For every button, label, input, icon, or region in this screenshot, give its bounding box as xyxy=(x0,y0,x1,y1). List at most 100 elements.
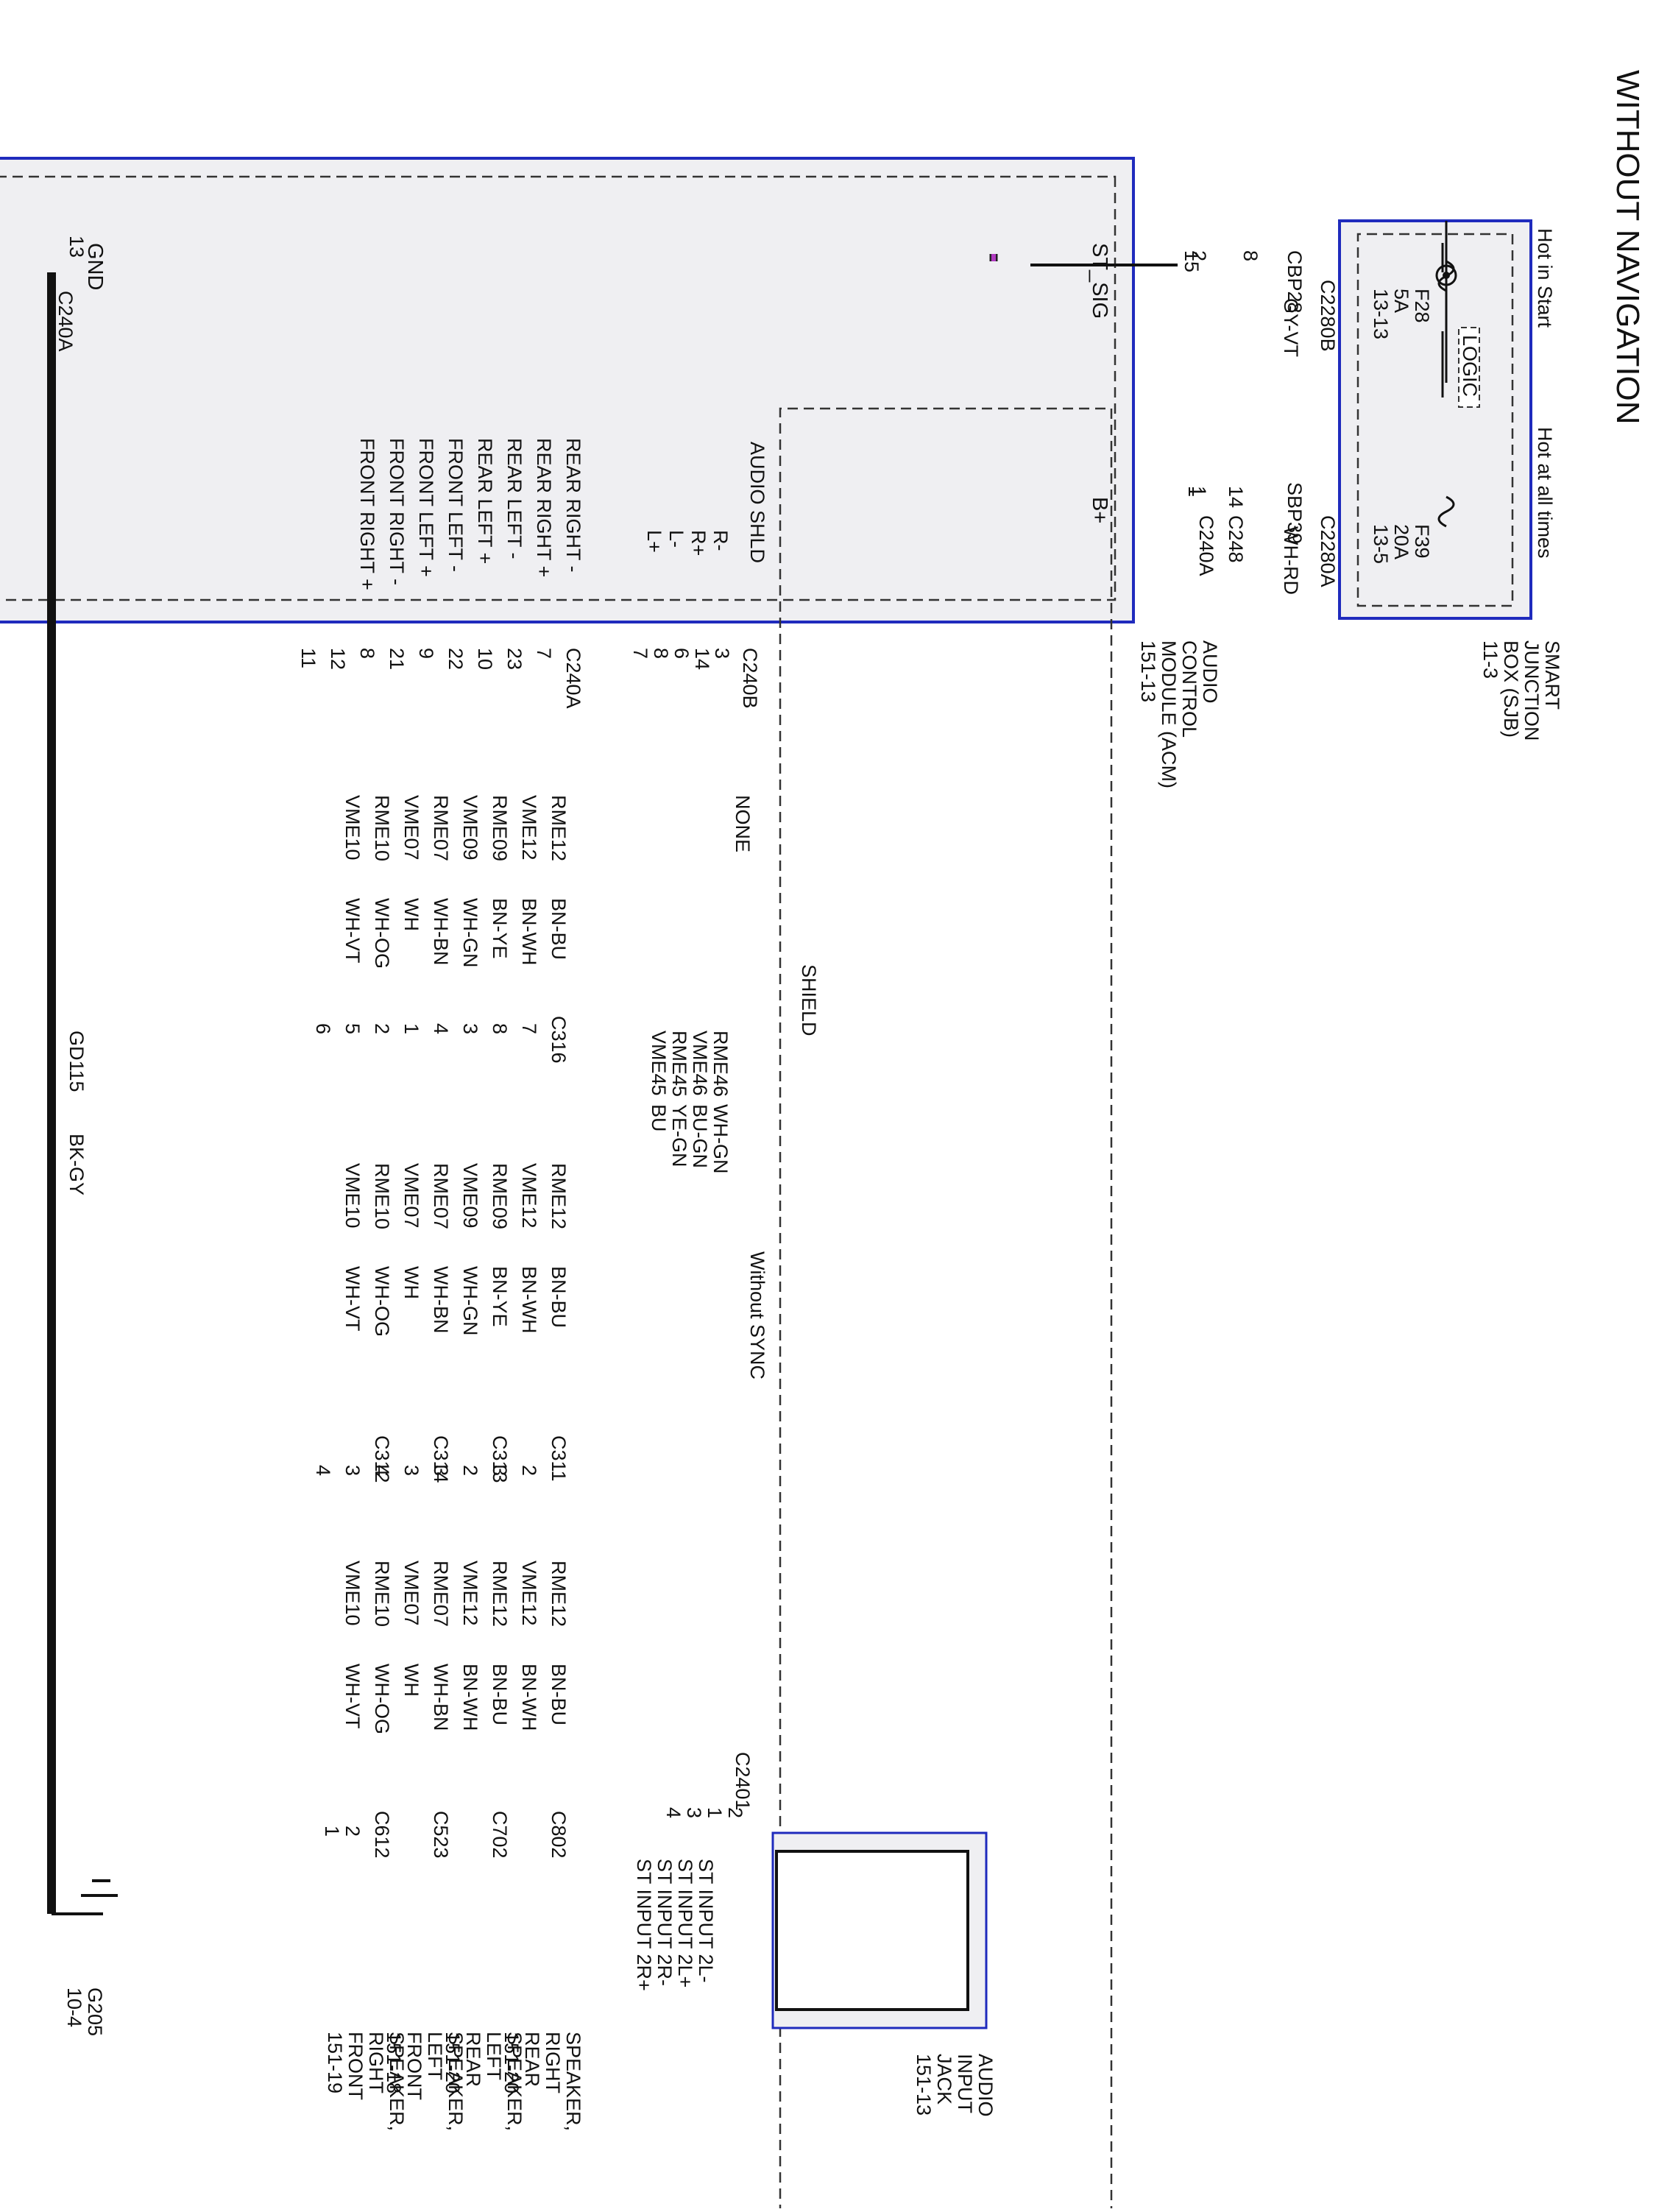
acm-inner-dashed xyxy=(0,175,1117,601)
acm-speaker-pin-7: 8 xyxy=(356,648,378,659)
aux-rme46-code: RME46 xyxy=(710,1031,732,1097)
jack-name-line-4: 151-13 xyxy=(913,2054,935,2116)
ground-circuit: GD115 xyxy=(66,1031,88,1092)
acm-speaker-terminal-6: FRONT LEFT + xyxy=(415,438,437,577)
seg1-color-8: WH-VT xyxy=(342,898,364,963)
c316-pin-1: 7 xyxy=(518,1023,540,1034)
seg1-code-1: RME12 xyxy=(548,795,570,861)
seg1-code-4: VME09 xyxy=(459,795,481,861)
f28-ref: 13-13 xyxy=(1370,289,1392,339)
acm-speaker-pin-5: 9 xyxy=(415,648,437,659)
speaker-2-name-3: REAR xyxy=(462,2032,484,2087)
mid-pin-3: 2 xyxy=(459,1465,481,1476)
seg3-code-2: VME12 xyxy=(518,1561,540,1626)
mid-pin-1: 2 xyxy=(518,1465,540,1476)
seg2-color-2: BN-WH xyxy=(518,1266,540,1333)
acm-aux-conn: C240B xyxy=(739,648,761,709)
mid-conn-2: C313 xyxy=(489,1435,511,1483)
acm-name-line-3: MODULE (ACM) xyxy=(1158,640,1180,788)
speaker-1-name-2: RIGHT xyxy=(542,2032,564,2093)
seg2-color-6: WH xyxy=(400,1266,422,1299)
ground-ref: G205 xyxy=(84,1987,106,2036)
aux-rme45-code: RME45 xyxy=(668,1031,690,1097)
seg3-color-1: BN-BU xyxy=(548,1664,570,1725)
seg1-code-6: VME07 xyxy=(400,795,422,861)
speaker-3-name-2: LEFT xyxy=(424,2032,446,2080)
acm-speaker-terminal-4: REAR LEFT + xyxy=(474,438,496,564)
seg3-code-4: VME12 xyxy=(459,1561,481,1626)
b-plus-conn-inline: C248 xyxy=(1225,515,1247,563)
acm-aux-r-plus: R+ xyxy=(687,530,710,556)
jack-term-2r-plus: ST INPUT 2R+ xyxy=(633,1859,655,1991)
seg3-color-5: WH-BN xyxy=(430,1664,452,1731)
seg3-color-7: WH-OG xyxy=(371,1664,393,1734)
acm-audio-shld-label: AUDIO SHLD xyxy=(746,442,768,563)
jack-pin-2: 2 xyxy=(724,1807,746,1818)
acm-speaker-pin-3: 10 xyxy=(474,648,496,670)
jack-name-line-2: INPUT xyxy=(954,2054,976,2113)
gnd-pin: 13 xyxy=(66,236,88,258)
seg2-color-5: WH-BN xyxy=(430,1266,452,1333)
acm-speaker-terminal-2: REAR RIGHT + xyxy=(533,438,555,577)
speaker-3-name-1: SPEAKER, xyxy=(445,2032,467,2131)
f28-amp: 5A xyxy=(1390,289,1412,313)
aux-pin-r-minus: 14 xyxy=(691,648,713,670)
acm-name-line-1: AUDIO xyxy=(1199,640,1221,704)
mid-conn-4: C312 xyxy=(371,1435,393,1483)
sjb-name-line-1: SMART xyxy=(1541,640,1563,710)
speaker-4-name-3: FRONT xyxy=(344,2032,367,2100)
b-plus-circuit: SBP39 xyxy=(1284,482,1306,544)
sjb-hot-in-start-label: Hot in Start xyxy=(1534,228,1556,328)
speaker-2-name-1: SPEAKER, xyxy=(503,2032,526,2131)
end-pin-b: 1 xyxy=(321,1826,343,1837)
aux-vme46-color: BU-GN xyxy=(689,1104,711,1168)
seg2-code-4: VME09 xyxy=(459,1163,481,1229)
b-plus-pin-inline: 14 xyxy=(1225,486,1247,508)
mid-conn-1: C311 xyxy=(548,1435,570,1482)
gnd-conn: C240A xyxy=(54,291,77,352)
aux-pin-r-plus: 6 xyxy=(670,648,693,659)
seg1-code-3: RME09 xyxy=(489,795,511,861)
seg1-color-3: BN-YE xyxy=(489,898,511,959)
end-conn-3: C523 xyxy=(430,1811,452,1859)
acm-speaker-pin-9: 11 xyxy=(297,648,319,668)
sjb-name-line-3: BOX (SJB) xyxy=(1500,640,1522,738)
seg1-code-2: VME12 xyxy=(518,795,540,861)
sjb-hot-at-all-times-label: Hot at all times xyxy=(1534,427,1556,559)
st-sig-pin-acm: 15 xyxy=(1181,250,1203,272)
seg2-code-8: VME10 xyxy=(342,1163,364,1229)
aux-dashed-region xyxy=(779,407,1113,2212)
st-sig-pin-inline: 8 xyxy=(1239,250,1262,261)
speaker-1-name-1: SPEAKER, xyxy=(562,2032,584,2131)
acm-name-line-2: CONTROL xyxy=(1178,640,1200,738)
jack-pin-1: 1 xyxy=(704,1807,726,1818)
acm-speaker-pin-1: 7 xyxy=(533,648,555,659)
seg1-color-4: WH-GN xyxy=(459,898,481,967)
seg2-code-1: RME12 xyxy=(548,1163,570,1229)
seg3-color-2: BN-WH xyxy=(518,1664,540,1731)
seg2-code-7: RME10 xyxy=(371,1163,393,1229)
speaker-2-name-2: LEFT xyxy=(483,2032,505,2080)
speaker-1-name-3: REAR xyxy=(521,2032,543,2087)
c316-pin-4: 4 xyxy=(430,1023,452,1034)
acm-speaker-pin-8: 12 xyxy=(327,648,349,670)
seg3-code-1: RME12 xyxy=(548,1561,570,1627)
seg1-color-1: BN-BU xyxy=(548,898,570,960)
c316-pin-8: 6 xyxy=(312,1023,334,1034)
acm-frame xyxy=(0,157,1135,623)
sjb-frame xyxy=(1338,219,1532,620)
acm-speaker-terminal-1: REAR RIGHT - xyxy=(562,438,584,573)
aux-pin-l-minus: 8 xyxy=(650,648,672,659)
seg1-code-8: VME10 xyxy=(342,795,364,861)
mid-pin-4: 3 xyxy=(430,1465,452,1476)
c316-pin-3: 3 xyxy=(459,1023,481,1034)
speaker-3-name-4: 151-18 xyxy=(383,2032,405,2093)
st-sig-circuit: CBP28 xyxy=(1284,250,1306,314)
aux-without-sync-label: Without SYNC xyxy=(746,1251,768,1379)
speaker-4-name-2: RIGHT xyxy=(365,2032,387,2093)
acm-speaker-terminal-7: FRONT RIGHT - xyxy=(386,438,408,585)
f28-label: F28 xyxy=(1411,289,1433,323)
st-sig-pin-sjb: 2 xyxy=(1188,250,1210,261)
sjb-inner-dashed xyxy=(1356,233,1514,607)
